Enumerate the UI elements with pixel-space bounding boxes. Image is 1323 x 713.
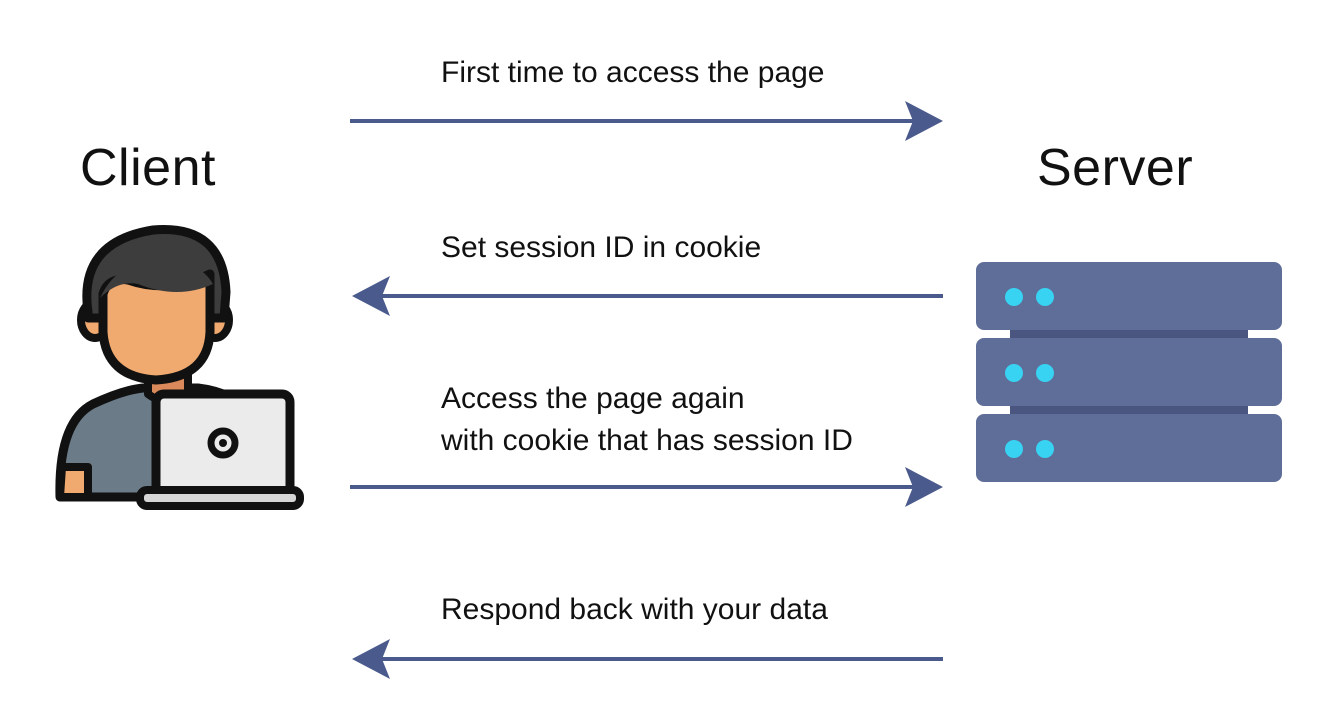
message-1-line-1: First time to access the page [441, 56, 825, 89]
server-title: Server [1037, 139, 1194, 197]
message-label-4: Respond back with your data [441, 589, 828, 631]
message-2-line-1: Set session ID in cookie [441, 231, 762, 264]
message-3-line-2: with cookie that has session ID [441, 424, 853, 457]
server-rack-icon [976, 262, 1282, 482]
message-label-1: First time to access the page [441, 52, 825, 94]
message-3-line-1: Access the page again [441, 382, 745, 415]
person-with-laptop-icon [55, 225, 304, 510]
arrow-right-3 [350, 467, 943, 507]
server-unit-1 [976, 262, 1282, 330]
message-label-2: Set session ID in cookie [441, 227, 761, 269]
arrow-left-2 [352, 276, 943, 316]
server-unit-3 [976, 414, 1282, 482]
arrow-right-1 [350, 101, 943, 141]
server-unit-2 [976, 338, 1282, 406]
message-label-3: Access the page again with cookie that h… [441, 378, 853, 462]
arrow-left-4 [352, 639, 943, 679]
message-4-line-1: Respond back with your data [441, 593, 828, 626]
client-title: Client [80, 139, 216, 197]
